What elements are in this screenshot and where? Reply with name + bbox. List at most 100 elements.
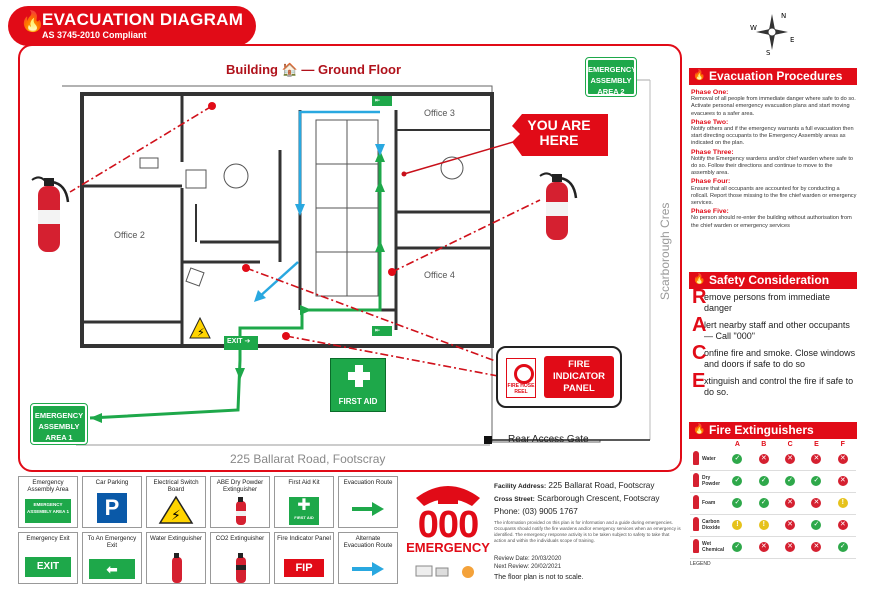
suitability-mark: ✓ (811, 476, 822, 486)
extinguisher-type: Carbon Dioxide (702, 514, 725, 537)
exit-direction-icon: ⬅ (89, 559, 135, 579)
rear-access-gate-label: Rear Access Gate (508, 434, 589, 445)
compass-n: N (781, 12, 786, 20)
suitability-mark: ✕ (785, 498, 796, 508)
phase-text: No person should re-enter the building w… (691, 215, 852, 229)
extinguisher-type: Water (702, 448, 725, 471)
diagram-header: 🔥 EVACUATION DIAGRAM AS 3745-2010 Compli… (8, 6, 256, 46)
electrical-switch-board-icon: ⚡ (197, 326, 205, 339)
cross-street: Scarborough Crescent, Footscray (537, 494, 660, 503)
suitability-mark: ✓ (758, 476, 769, 486)
class-header: C (787, 440, 793, 448)
compass-e: E (790, 36, 794, 44)
extinguisher-icon (693, 450, 699, 465)
suitability-mark: ✕ (758, 542, 769, 552)
suitability-mark: ✕ (811, 453, 822, 464)
not-to-scale-note: The floor plan is not to scale. (494, 574, 584, 581)
exit-sign-north-icon: ⇤ (372, 96, 392, 106)
extinguisher-icon (172, 553, 182, 583)
facility-info: Facility Address: 225 Ballarat Road, Foo… (494, 481, 660, 516)
legend-emergency-exit: Emergency Exit EXIT (18, 532, 78, 584)
emergency-phone-icon (415, 486, 480, 578)
electrical-hazard-icon: ⚡ (158, 495, 194, 524)
room-office-3: Office 3 (424, 108, 455, 118)
extinguisher-row: Water✓✕✕✕✕ (690, 448, 856, 471)
suitability-mark: ! (732, 520, 743, 530)
extinguisher-table: A B C E F Water✓✕✕✕✕Dry Powder✓✓✓✓✕Foam✓… (690, 440, 856, 576)
room-office-4: Office 4 (424, 270, 455, 280)
fire-extinguisher-icon (539, 172, 578, 240)
street-scarborough: Scarborough Cres (658, 202, 672, 300)
suitability-mark: ! (758, 520, 769, 530)
fire-icon: 🔥 (693, 274, 706, 285)
suitability-mark: ✓ (785, 476, 796, 486)
legend-evacuation-route: Evacuation Route (338, 476, 398, 528)
phase-text: Removal of all people from immediate dan… (691, 96, 856, 117)
extinguisher-row: Wet Chemical✓✕✕✕✓ (690, 536, 856, 559)
extinguisher-type: Dry Powder (702, 470, 725, 493)
fire-indicator-panel-box: FIRE HOSE REEL FIRE INDICATOR PANEL (496, 346, 622, 408)
green-arrow-icon (352, 502, 384, 516)
phase-text: Notify the Emergency wardens and/or chie… (691, 155, 853, 177)
suitability-mark: ✕ (758, 453, 769, 464)
phase-title: Phase Three: (691, 148, 734, 156)
legend-alternate-route: Alternate Evacuation Route (338, 532, 398, 584)
phase-title: Phase Five: (691, 208, 729, 216)
room-office-2: Office 2 (114, 230, 145, 240)
emergency-label: EMERGENCY (406, 540, 490, 555)
suitability-mark: ✓ (758, 498, 769, 508)
street-ballarat-road: 225 Ballarat Road, Footscray (230, 452, 386, 466)
fire-extinguisher-icon (31, 176, 70, 252)
suitability-mark: ✕ (837, 453, 848, 464)
suitability-mark: ✕ (785, 542, 796, 552)
phase-text: Notify others and if the emergency warra… (691, 126, 854, 147)
suitability-mark: ✕ (837, 476, 848, 486)
extinguisher-row: Foam✓✓✕✕! (690, 492, 856, 515)
extinguisher-row: Dry Powder ✓ ✓ ✓ ✓ ✕ (690, 470, 856, 493)
fire-icon: 🔥 (693, 70, 706, 81)
suitability-mark: ✕ (811, 542, 822, 552)
fire-icon: 🔥 (693, 424, 706, 435)
fire-indicator-panel: FIRE INDICATOR PANEL (544, 356, 614, 398)
extinguisher-icon (693, 517, 699, 531)
legend-fire-indicator-panel: Fire Indicator Panel FIP (274, 532, 334, 584)
extinguisher-icon (693, 473, 699, 487)
extinguisher-icon (693, 495, 699, 509)
evacuation-procedures-header: 🔥 Evacuation Procedures (689, 68, 857, 85)
fire-extinguishers-header: 🔥 Fire Extinguishers (689, 422, 857, 439)
extinguisher-row: Carbon Dioxide!!✕✓✕ (690, 514, 856, 537)
phase-text: Ensure that all occupants are accounted … (691, 185, 857, 207)
compass-w: W (750, 24, 757, 32)
legend-assembly-area: Emergency Assembly Area EMERGENCY ASSEMB… (18, 476, 78, 528)
evacuation-phases: Phase One: Removal of all people from im… (691, 88, 857, 231)
extinguisher-icon (236, 497, 246, 525)
class-header: B (761, 440, 767, 448)
legend-to-emergency-exit: To An Emergency Exit ⬅ (82, 532, 142, 584)
suitability-mark: ✓ (732, 476, 743, 486)
extinguisher-legend: LEGEND (690, 560, 711, 567)
extinguisher-type: Foam (702, 492, 725, 515)
legend-car-parking: Car Parking P (82, 476, 142, 528)
suitability-mark: ✓ (811, 520, 822, 530)
emergency-assembly-area-2: EMERGENCY ASSEMBLY AREA 2 (585, 57, 637, 97)
safety-consideration-header: 🔥 Safety Consideration (689, 272, 857, 289)
blue-arrow-icon (352, 562, 384, 576)
compass-s: S (766, 49, 771, 56)
exit-sign-icon: EXIT (25, 557, 71, 577)
first-aid-station: FIRST AID (330, 358, 386, 412)
review-dates: Review Date: 20/03/2020 Next Review: 20/… (494, 556, 562, 570)
extinguisher-type: Wet Chemical (702, 536, 725, 559)
suitability-mark: ✓ (732, 498, 743, 508)
floor-label: Building 🏠 — Ground Floor (226, 62, 402, 77)
parking-icon: P (97, 493, 127, 523)
phase-title: Phase One: (691, 89, 729, 96)
fip-icon: FIP (284, 559, 324, 577)
exit-sign-east-icon: ⇤ (372, 326, 392, 336)
disclaimer-text: The information provided on this plan is… (494, 520, 681, 543)
